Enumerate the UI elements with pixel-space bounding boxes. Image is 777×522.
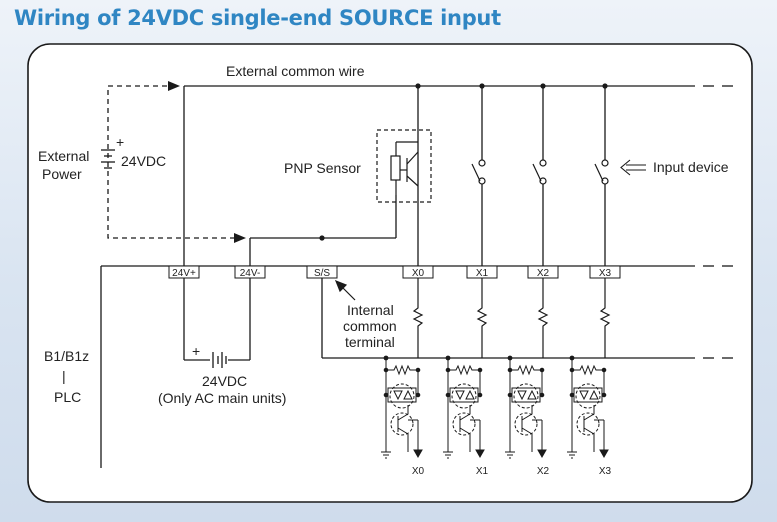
internal-common-label-3: terminal [345,334,395,350]
terminal-ss: S/S [306,265,338,279]
optocoupler [381,358,423,459]
pnp-sensor-label: PNP Sensor [284,160,361,176]
ac-supply-note-label: (Only AC main units) [158,390,286,406]
terminal-label: 24V- [240,268,261,279]
terminal-x1: X1 [466,265,498,279]
battery-plus-label: + [116,134,124,150]
channel-label-x0: X0 [412,466,425,477]
external-power-label: External [38,148,89,164]
internal-common-label: Internal [347,302,394,318]
ac-supply-plus-label: + [192,343,200,359]
optocoupler [443,358,485,459]
arrow-right-icon [234,233,246,243]
channel-label-x1: X1 [476,466,489,477]
page-title: Wiring of 24VDC single-end SOURCE input [14,6,501,30]
input-device-arrow-icon [620,159,646,176]
terminal-x2: X2 [527,265,559,279]
terminal-label: X3 [599,268,612,279]
channel-labels: X0 X1 X2 X3 [412,466,612,477]
internal-common-label-2: common [343,318,397,334]
terminal-label: 24V+ [172,268,196,279]
input-device-label: Input device [653,159,729,175]
optocoupler [567,358,609,459]
diagram-frame [27,43,753,503]
terminal-label: X2 [537,268,550,279]
terminal-24v: 24V- [234,265,266,279]
arrow-right-icon [168,81,180,91]
input-switches [471,159,609,185]
external-common-wire-label: External common wire [226,63,365,79]
plc-model-label: B1/B1z [44,348,89,364]
internal-common-arrow [334,279,356,301]
terminal-label: X0 [412,268,425,279]
external-power-label-2: Power [42,166,82,182]
terminal-x0: X0 [402,265,434,279]
terminal-24v: 24V+ [168,265,200,279]
terminal-x3: X3 [589,265,621,279]
channel-label-x2: X2 [537,466,550,477]
terminal-strip: 24V+ 24V- S/S X0 X1 X2 X3 [168,265,621,279]
terminal-label: S/S [314,268,330,279]
terminal-label: X1 [476,268,489,279]
battery-voltage-label: 24VDC [121,153,166,169]
plc-label: PLC [54,389,81,405]
ac-supply-voltage-label: 24VDC [202,373,247,389]
optocoupler [505,358,547,459]
plc-separator: | [62,368,66,384]
pnp-sensor [376,129,432,203]
channel-label-x3: X3 [599,466,612,477]
